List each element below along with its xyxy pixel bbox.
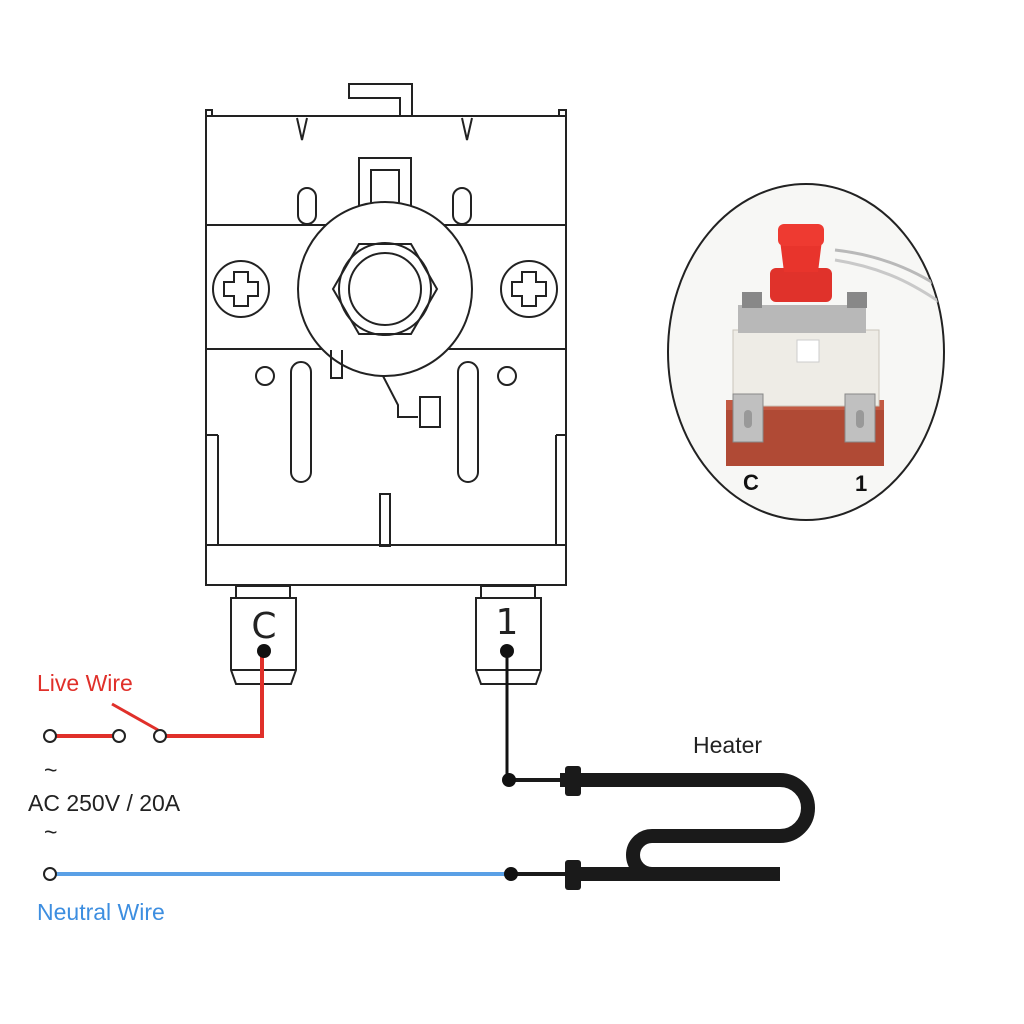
supply-label: AC 250V / 20A bbox=[28, 790, 181, 816]
live-wire bbox=[43, 652, 264, 743]
sensor-block bbox=[419, 396, 441, 428]
terminal-1-dot bbox=[500, 644, 514, 658]
top-tab bbox=[348, 83, 413, 117]
slot-long-left bbox=[290, 361, 312, 483]
terminal-1-label: 1 bbox=[496, 602, 519, 643]
slot-upper-left bbox=[297, 187, 317, 225]
notch-right bbox=[461, 117, 473, 141]
terminal-c bbox=[230, 585, 297, 685]
heater-label: Heater bbox=[693, 732, 762, 758]
heater-terminal-bottom-dot bbox=[504, 867, 518, 881]
slot-long-right bbox=[457, 361, 479, 483]
tilde-bottom: ~ bbox=[44, 819, 57, 845]
heater-element bbox=[508, 766, 815, 890]
heater-terminal-top-dot bbox=[502, 773, 516, 787]
slot-upper-right bbox=[452, 187, 472, 225]
live-wire-label: Live Wire bbox=[37, 670, 133, 696]
photo-1-label: 1 bbox=[855, 471, 867, 496]
screw-icon bbox=[212, 260, 270, 318]
hex-nut-icon bbox=[297, 201, 473, 377]
terminal-c-dot bbox=[257, 644, 271, 658]
thermostat-drawing bbox=[205, 83, 567, 685]
screw-icon bbox=[500, 260, 558, 318]
notch-left bbox=[296, 117, 308, 141]
terminal-c-label: C bbox=[251, 606, 276, 647]
product-photo: C 1 bbox=[667, 183, 945, 521]
neutral-wire-label: Neutral Wire bbox=[37, 899, 165, 925]
photo-c-label: C bbox=[743, 470, 759, 495]
switch-icon bbox=[111, 702, 159, 732]
tilde-top: ~ bbox=[44, 757, 57, 783]
neutral-wire bbox=[43, 867, 510, 881]
